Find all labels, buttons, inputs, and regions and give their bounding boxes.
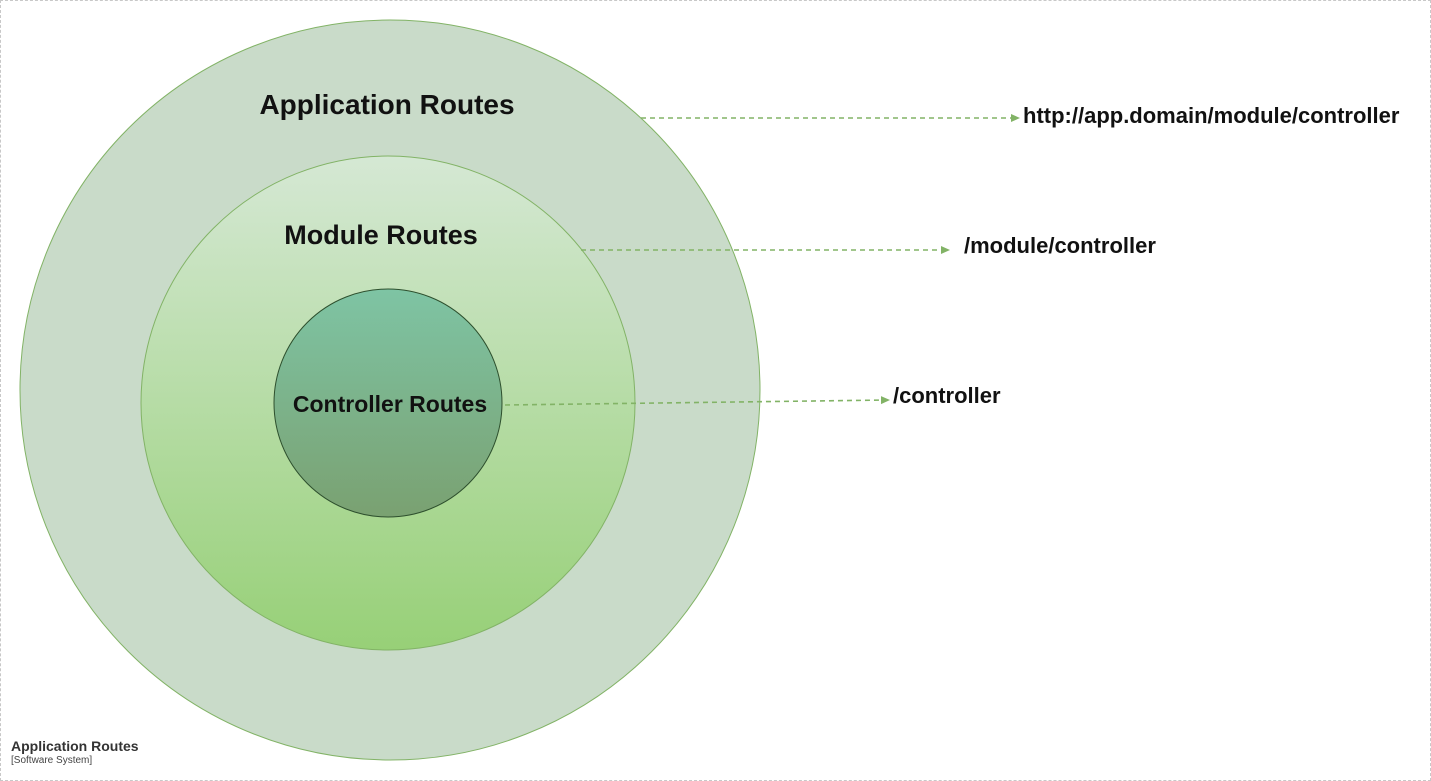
controller-routes-label: Controller Routes bbox=[293, 391, 487, 417]
system-name: Application Routes bbox=[11, 738, 139, 754]
controller-routes-circle[interactable] bbox=[273, 288, 503, 518]
module-routes-label: Module Routes bbox=[284, 220, 478, 250]
controller-route-path: /controller bbox=[893, 383, 1001, 408]
system-caption: Application Routes [Software System] bbox=[11, 738, 139, 767]
application-route-url: http://app.domain/module/controller bbox=[1023, 103, 1400, 128]
application-routes-label: Application Routes bbox=[259, 89, 514, 120]
module-route-path: /module/controller bbox=[964, 233, 1156, 258]
controller-route-connector bbox=[504, 396, 890, 406]
system-type: [Software System] bbox=[11, 755, 93, 767]
